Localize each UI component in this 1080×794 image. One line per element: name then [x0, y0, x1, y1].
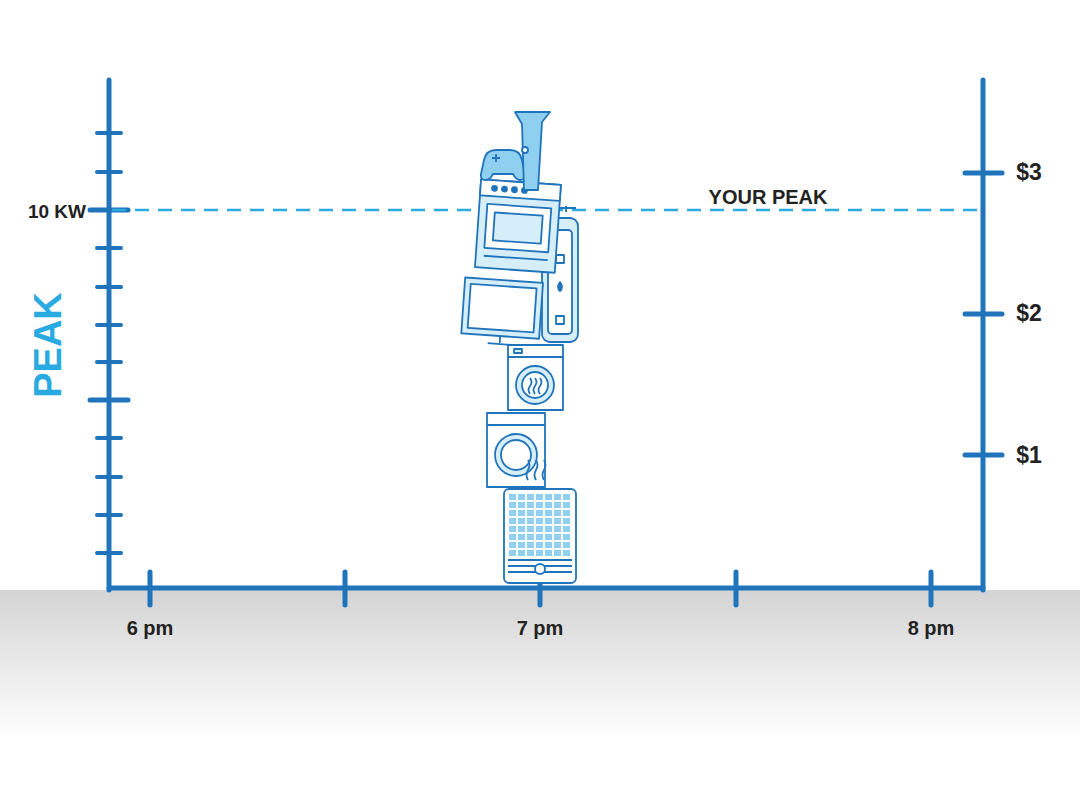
grill-cell: [518, 534, 525, 540]
time-label: 7 pm: [517, 618, 564, 638]
grill-cell: [545, 542, 552, 548]
grill-cell: [509, 526, 516, 532]
time-label: 6 pm: [127, 618, 174, 638]
axis-tick: [97, 323, 121, 327]
grill-cell: [545, 518, 552, 524]
grill-cell: [527, 494, 534, 500]
grill-cell: [527, 534, 534, 540]
grill-cell: [545, 502, 552, 508]
grill-cell: [554, 526, 561, 532]
grill-cell: [509, 502, 516, 508]
grill-cell: [563, 542, 570, 548]
axis-tick: [97, 551, 121, 555]
grill-cell: [554, 502, 561, 508]
axes: [90, 80, 1002, 605]
grill-cell: [563, 510, 570, 516]
axis-title: PEAK: [29, 292, 67, 398]
grill-cell: [563, 526, 570, 532]
grill-cell: [554, 494, 561, 500]
grill-cell: [518, 502, 525, 508]
axis-tick: [97, 246, 121, 250]
axis-tick: [97, 285, 121, 289]
grill-cell: [518, 510, 525, 516]
appliance-stack: [461, 112, 578, 583]
grill-cell: [509, 550, 516, 556]
axis-tick: [97, 513, 121, 517]
grill-cell: [518, 494, 525, 500]
grill-cell: [527, 510, 534, 516]
grill-cell: [554, 550, 561, 556]
grill-cell: [509, 494, 516, 500]
grill-cell: [536, 542, 543, 548]
ground: [0, 590, 1080, 740]
axis-value: 10 KW: [28, 202, 86, 221]
axis-tick: [97, 360, 121, 364]
grill-cell: [545, 526, 552, 532]
grill-cell: [545, 550, 552, 556]
grill-cell: [536, 494, 543, 500]
cost-value: $1: [1016, 444, 1042, 467]
grill-cell: [545, 510, 552, 516]
grill-cell: [536, 534, 543, 540]
grill-cell: [554, 534, 561, 540]
grill-cell: [536, 510, 543, 516]
axis-tick: [97, 131, 121, 135]
grill-cell: [536, 518, 543, 524]
grill-cell: [563, 550, 570, 556]
grill-cell: [518, 550, 525, 556]
grill-cell: [518, 526, 525, 532]
axis-tick: [97, 436, 121, 440]
grill-cell: [536, 526, 543, 532]
grill-cell: [545, 534, 552, 540]
minor-ticks: [97, 133, 121, 553]
cost-value: $2: [1016, 302, 1042, 325]
peak-label: YOUR PEAK: [703, 186, 834, 208]
grill-cell: [554, 510, 561, 516]
grill-cell: [527, 542, 534, 548]
grill-cell: [509, 534, 516, 540]
grill-cell: [527, 502, 534, 508]
grill-cell: [563, 518, 570, 524]
grill-cell: [527, 518, 534, 524]
grill-cell: [545, 494, 552, 500]
grill-cell: [527, 526, 534, 532]
grill-cell: [554, 542, 561, 548]
grill-cell: [536, 550, 543, 556]
grill-cell: [536, 502, 543, 508]
grill-cell: [563, 534, 570, 540]
time-label: 8 pm: [908, 618, 955, 638]
grill-cell: [509, 518, 516, 524]
grill-cell: [554, 518, 561, 524]
grill-cell: [527, 550, 534, 556]
grill-cell: [518, 542, 525, 548]
grill-cell: [563, 494, 570, 500]
axis-tick: [97, 170, 121, 174]
grill-cell: [518, 518, 525, 524]
cost-value: $3: [1016, 161, 1042, 184]
grill-cell: [563, 502, 570, 508]
axis-tick: [97, 475, 121, 479]
grill-cell: [509, 542, 516, 548]
grill-cell: [509, 510, 516, 516]
